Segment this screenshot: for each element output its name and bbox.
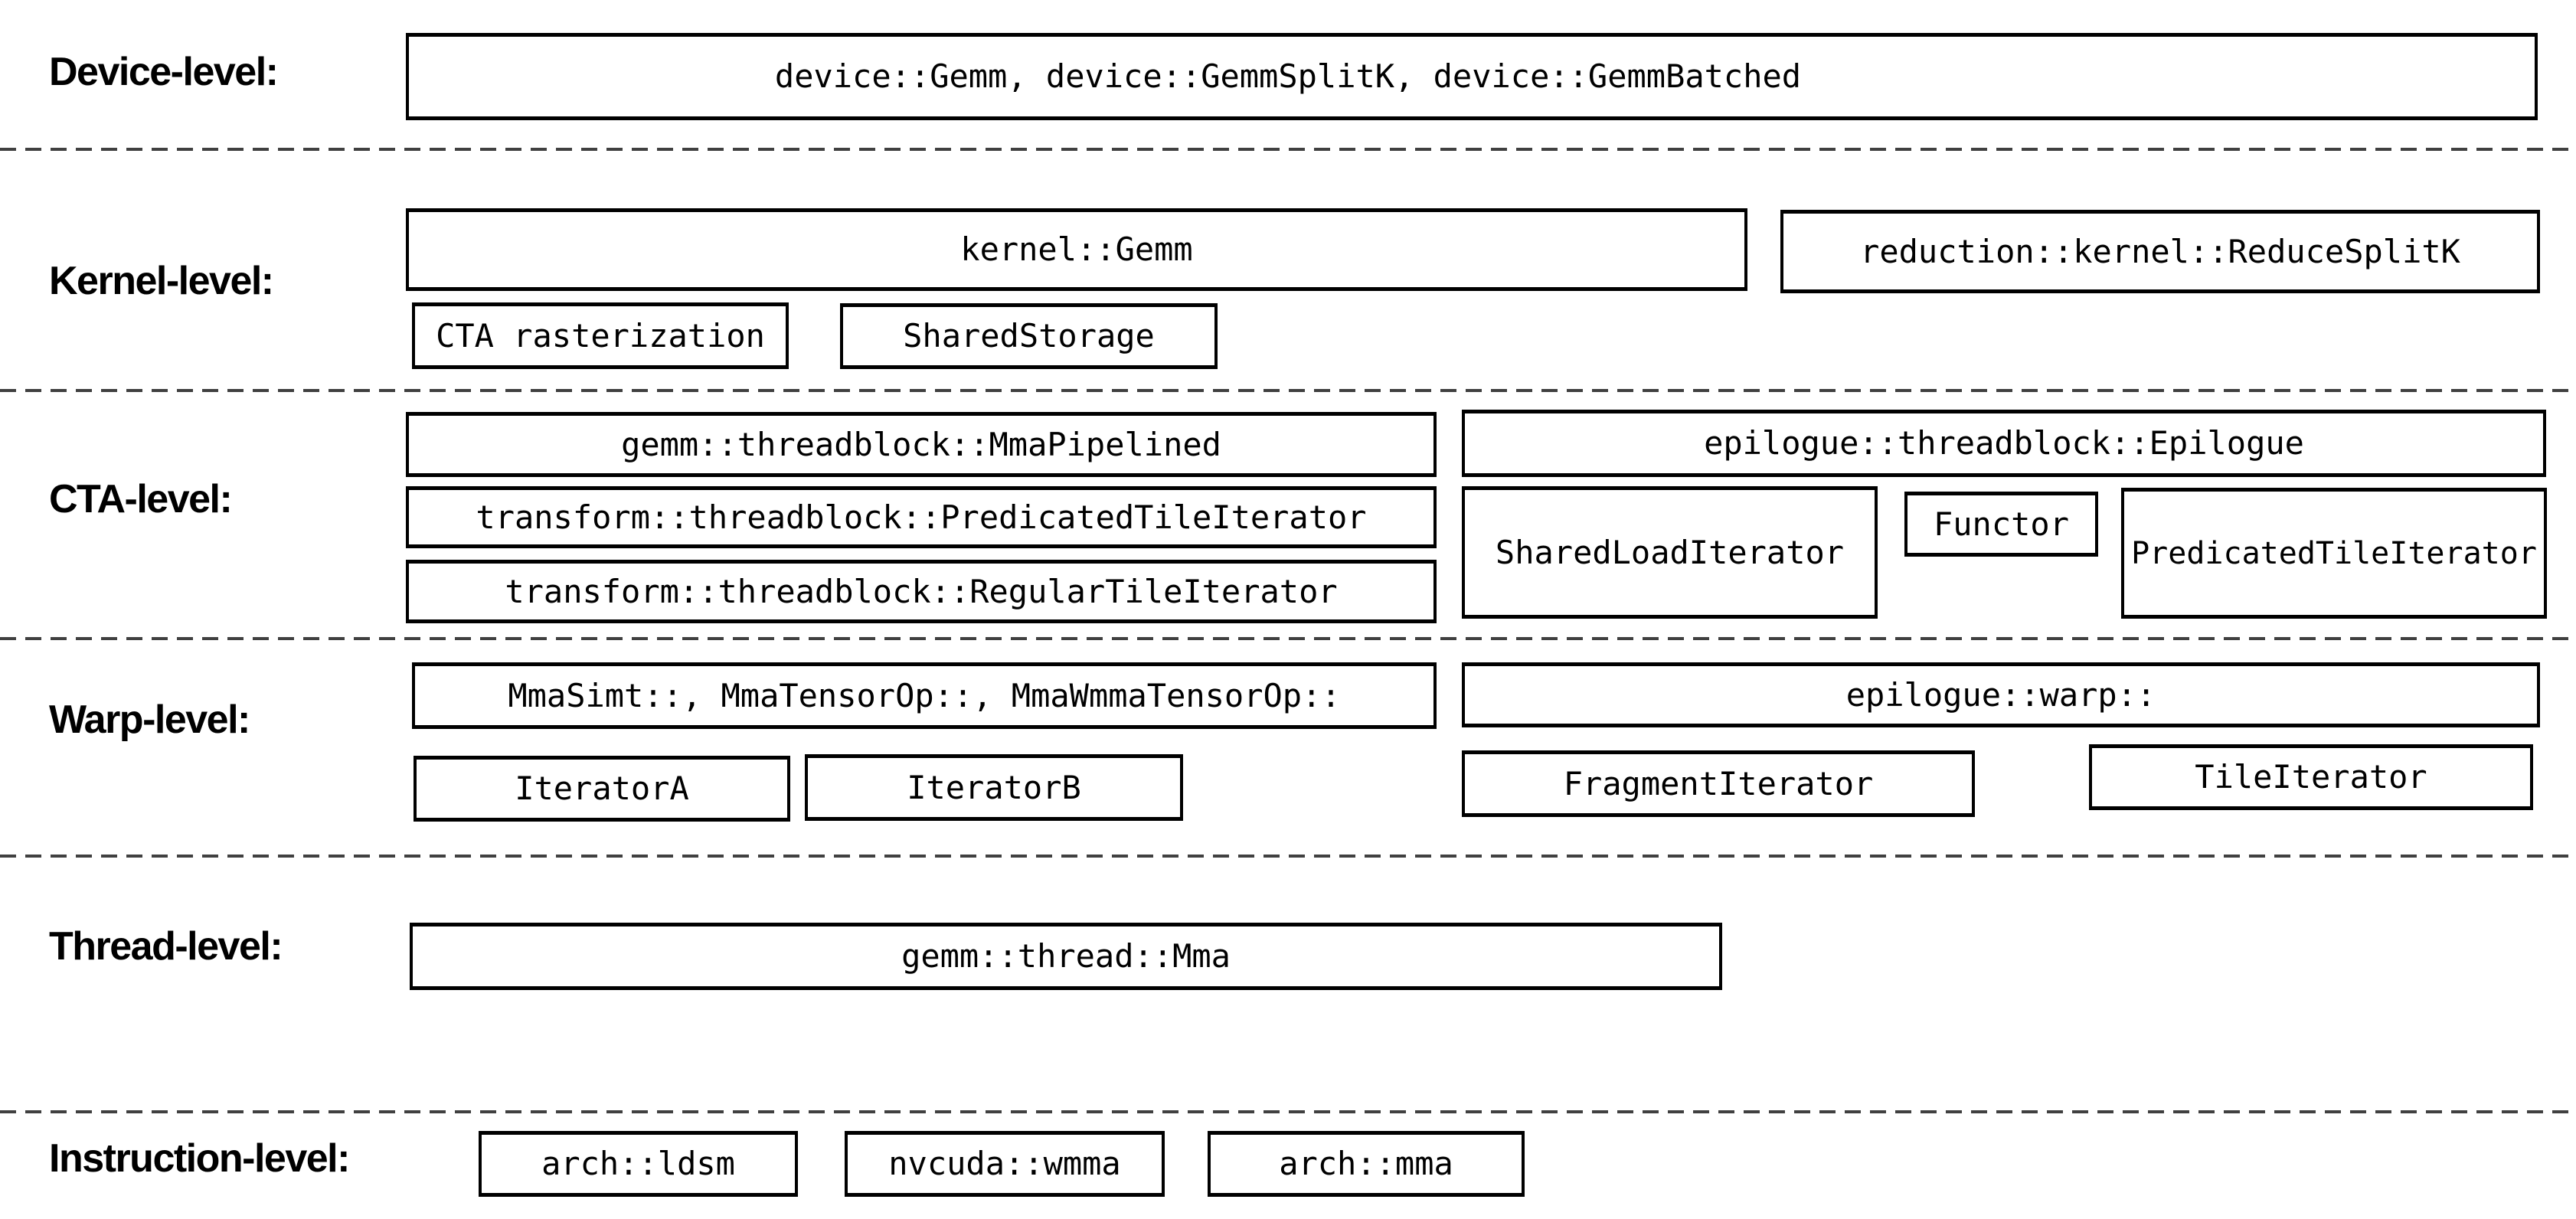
arch-mma-box: arch::mma xyxy=(1208,1131,1525,1197)
regular-tile-iterator-box: transform::threadblock::RegularTileItera… xyxy=(406,560,1437,623)
iterator-b-box: IteratorB xyxy=(805,754,1183,821)
warp-level-label: Warp-level: xyxy=(49,698,250,742)
device-gemm-box: device::Gemm, device::GemmSplitK, device… xyxy=(406,33,2538,120)
arch-ldsm-box: arch::ldsm xyxy=(479,1131,798,1197)
epilogue-predicated-tile-iterator-box: PredicatedTileIterator xyxy=(2121,488,2547,619)
nvcuda-wmma-box: nvcuda::wmma xyxy=(845,1131,1165,1197)
epilogue-threadblock-box: epilogue::threadblock::Epilogue xyxy=(1462,410,2546,477)
mma-pipelined-box: gemm::threadblock::MmaPipelined xyxy=(406,412,1437,477)
separator-cta-warp xyxy=(0,637,2576,640)
separator-thread-instruction xyxy=(0,1110,2576,1113)
cta-rasterization-box: CTA rasterization xyxy=(412,302,789,369)
instruction-level-label: Instruction-level: xyxy=(49,1136,350,1181)
tile-iterator-box: TileIterator xyxy=(2089,744,2533,810)
shared-storage-box: SharedStorage xyxy=(840,303,1218,369)
thread-level-label: Thread-level: xyxy=(49,924,283,969)
epilogue-warp-box: epilogue::warp:: xyxy=(1462,662,2540,727)
separator-device-kernel xyxy=(0,148,2576,151)
shared-load-iterator-box: SharedLoadIterator xyxy=(1462,486,1878,619)
kernel-level-label: Kernel-level: xyxy=(49,259,274,303)
gemm-thread-mma-box: gemm::thread::Mma xyxy=(410,923,1722,990)
separator-kernel-cta xyxy=(0,389,2576,392)
predicated-tile-iterator-box: transform::threadblock::PredicatedTileIt… xyxy=(406,486,1437,548)
kernel-gemm-box: kernel::Gemm xyxy=(406,208,1747,291)
device-level-label: Device-level: xyxy=(49,50,279,94)
cta-level-label: CTA-level: xyxy=(49,477,233,521)
iterator-a-box: IteratorA xyxy=(414,756,790,822)
separator-warp-thread xyxy=(0,855,2576,858)
functor-box: Functor xyxy=(1904,492,2098,557)
fragment-iterator-box: FragmentIterator xyxy=(1462,750,1975,817)
reduce-splitk-box: reduction::kernel::ReduceSplitK xyxy=(1780,210,2540,293)
warp-mma-variants-box: MmaSimt::, MmaTensorOp::, MmaWmmaTensorO… xyxy=(412,662,1437,729)
